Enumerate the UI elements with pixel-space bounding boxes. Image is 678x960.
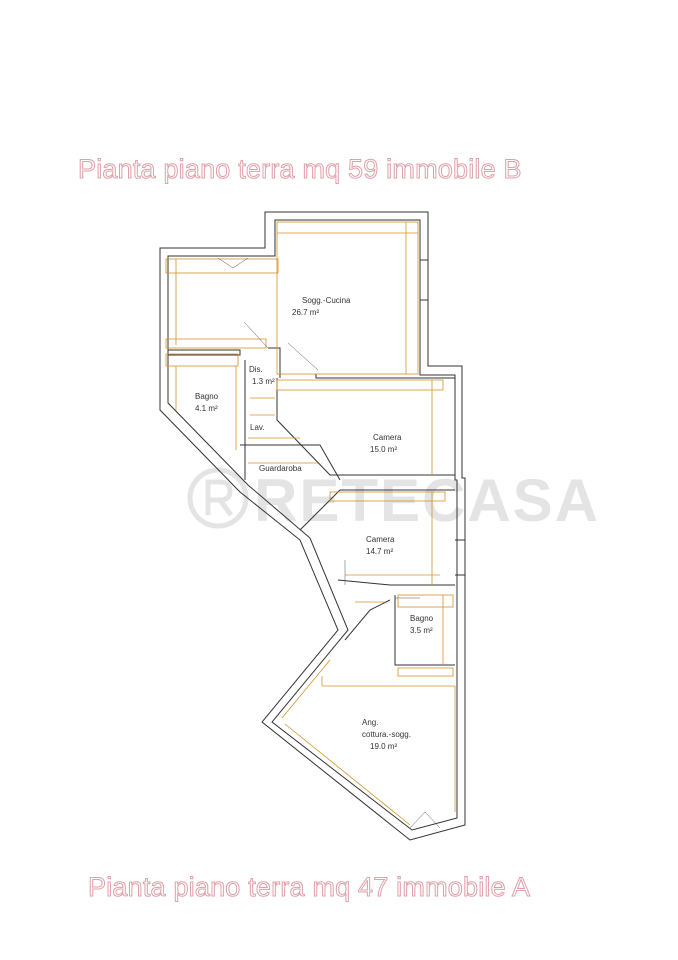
room-area: 26.7 m² [292, 308, 319, 317]
room-name: Guardaroba [259, 464, 302, 473]
outer-wall [159, 211, 466, 841]
room-name-line1: Ang. [362, 718, 378, 727]
room-name: Sogg.-Cucina [302, 296, 351, 305]
watermark: RETECASA [187, 467, 600, 534]
room-name: Camera [366, 535, 395, 544]
title-top: Pianta piano terra mq 59 immobile B [78, 154, 523, 185]
room-name: Dis. [249, 365, 263, 374]
room-labels: Sogg.-Cucina 26.7 m² Dis. 1.3 m² Bagno 4… [195, 296, 434, 751]
room-name: Lav. [250, 423, 265, 432]
watermark-text: RETECASA [254, 467, 600, 534]
room-area: 4.1 m² [195, 404, 218, 413]
room-area: 19.0 m² [370, 742, 397, 751]
room-name-full: cottura.-sogg. [362, 730, 411, 739]
door-swings [217, 257, 441, 829]
room-name: Camera [373, 433, 402, 442]
room-name: Bagno [195, 392, 219, 401]
room-name: Bagno [410, 614, 434, 623]
watermark-logo-icon [205, 479, 234, 517]
room-area: 15.0 m² [370, 445, 397, 454]
title-bottom: Pianta piano terra mq 47 immobile A [87, 872, 531, 903]
inner-wall [167, 219, 458, 831]
dimension-lines [165, 221, 456, 826]
room-area: 14.7 m² [366, 547, 393, 556]
interior-walls [168, 259, 465, 666]
room-area: 3.5 m² [410, 626, 433, 635]
room-area: 1.3 m² [252, 377, 275, 386]
